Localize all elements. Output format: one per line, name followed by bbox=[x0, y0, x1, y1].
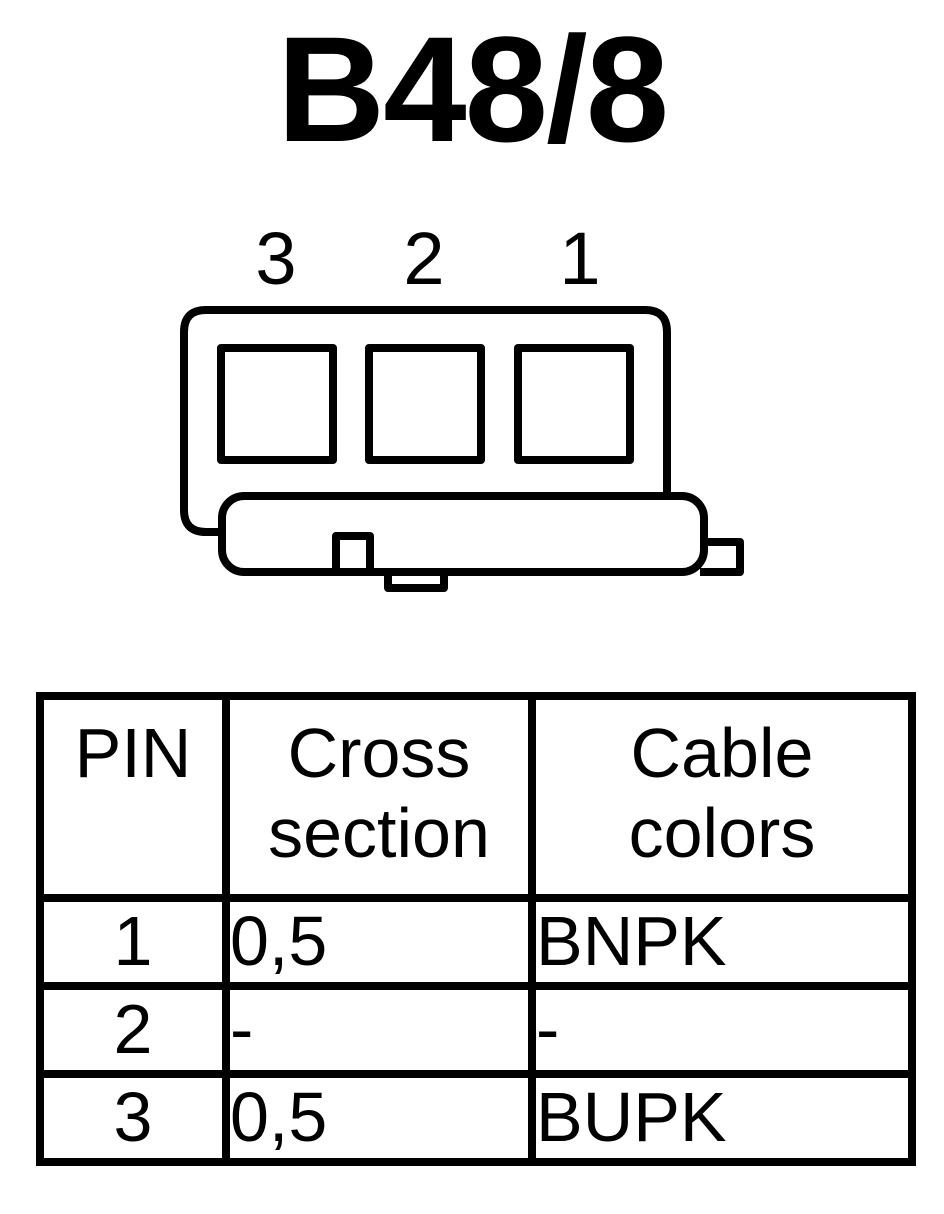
connector-title: B48/8 bbox=[276, 5, 669, 173]
cell-cross-section: 0,5 bbox=[222, 1070, 536, 1166]
header-cable-colors: Cable colors bbox=[528, 692, 916, 902]
side-tab bbox=[700, 538, 744, 576]
table-row: 1 0,5 BNPK bbox=[36, 894, 916, 990]
table-row: 2 - - bbox=[36, 982, 916, 1078]
cell-cable-color: BUPK bbox=[528, 1070, 916, 1166]
pin-cavity-1 bbox=[514, 344, 634, 464]
pin-label-3: 3 bbox=[255, 217, 297, 300]
cell-cable-color: - bbox=[528, 982, 916, 1078]
cell-cross-section: 0,5 bbox=[222, 894, 536, 990]
cell-pin: 3 bbox=[36, 1070, 230, 1166]
cell-cross-section: - bbox=[222, 982, 536, 1078]
header-cross-section: Cross section bbox=[222, 692, 536, 902]
connector-housing bbox=[180, 306, 671, 536]
table-row: 3 0,5 BUPK bbox=[36, 1070, 916, 1166]
cell-pin: 2 bbox=[36, 982, 230, 1078]
table-header-row: PIN Cross section Cable colors bbox=[36, 692, 916, 902]
cell-pin: 1 bbox=[36, 894, 230, 990]
pin-cavity-2 bbox=[365, 344, 485, 464]
cell-cable-color: BNPK bbox=[528, 894, 916, 990]
latch-tab bbox=[332, 532, 374, 572]
pin-cavity-3 bbox=[217, 344, 337, 464]
pin-label-2: 2 bbox=[403, 217, 445, 300]
connector-latch bbox=[218, 492, 708, 576]
connector-drawing bbox=[180, 306, 744, 592]
bottom-key bbox=[384, 572, 448, 592]
pin-label-1: 1 bbox=[559, 217, 601, 300]
pin-assignment-table: PIN Cross section Cable colors 1 0,5 BNP… bbox=[36, 692, 916, 1166]
header-pin: PIN bbox=[36, 692, 230, 902]
